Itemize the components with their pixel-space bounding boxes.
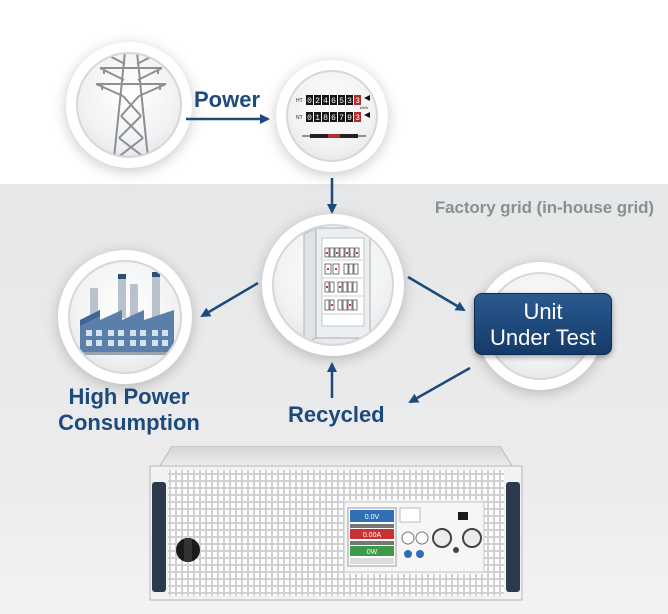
meter-nt-digit: 7: [339, 114, 344, 123]
meter-ht-digit-cell: [354, 95, 361, 105]
meter-ht-digit: 6: [331, 97, 336, 106]
meter-ht-digit-cell: [346, 95, 353, 105]
meter-nt-label: NT: [296, 115, 303, 121]
meter-ht-digit: 3: [355, 97, 360, 106]
meter-nt-digit: 1: [315, 114, 320, 123]
meter-ht-label: HT: [296, 98, 303, 104]
arrow-panel-to-factory: [200, 281, 259, 318]
meter-nt-digit-cell: [314, 112, 321, 122]
meter-nt-digit-cell: [322, 112, 329, 122]
meter-nt-digit-cell: [306, 112, 313, 122]
meter-nt-digit-cell: [338, 112, 345, 122]
meter-nt-digit: 9: [347, 114, 352, 123]
display-current: 0.00A: [363, 532, 382, 539]
meter-ht-digit-cell: [338, 95, 345, 105]
meter-nt-digit: 6: [331, 114, 336, 123]
display-power: 0W: [367, 549, 378, 556]
meter-ht-digit: 2: [315, 97, 320, 106]
unit-under-test-box: Unit Under Test: [474, 293, 612, 355]
arrow-uut-to-device: [408, 366, 471, 404]
meter-ht-digit: 5: [339, 97, 344, 106]
power-tower-node: [66, 42, 192, 168]
uut-label-line1: Unit: [523, 299, 563, 324]
display-voltage: 0.0V: [365, 514, 380, 521]
meter-ht-digit-cell: [322, 95, 329, 105]
meter-ht-digit-cell: [314, 95, 321, 105]
meter-nt-digit-cell: [330, 112, 337, 122]
power-label: Power: [194, 87, 261, 112]
distribution-panel-node: [262, 214, 404, 356]
high-power-consumption-label: High Power Consumption: [44, 384, 214, 436]
meter-ht-digit-cell: [306, 95, 313, 105]
arrow-panel-to-uut: [407, 275, 466, 312]
meter-ht-digit: 4: [323, 97, 328, 106]
meter-nt-digit: 8: [323, 114, 328, 123]
recycled-label: Recycled: [288, 402, 385, 427]
meter-nt-digit-cell: [346, 112, 353, 122]
meter-ht-digit: 0: [307, 97, 312, 106]
distribution-panel-icon: [303, 227, 371, 344]
meter-unit-label: kWh: [360, 105, 368, 110]
meter-nt-digit-cell: [354, 112, 361, 122]
uut-label-line2: Under Test: [490, 325, 596, 350]
meter-ht-digit-cell: [330, 95, 337, 105]
factory-icon: [76, 272, 178, 355]
meter-ht-digit: 3: [347, 97, 352, 106]
factory-grid-label: Factory grid (in-house grid): [434, 198, 654, 217]
regenerative-power-device: 0.0V 0.00A 0W: [149, 446, 523, 601]
hpc-label-line2: Consumption: [58, 410, 200, 435]
hpc-label-line1: High Power: [68, 384, 190, 409]
meter-nt-digit: 3: [355, 114, 360, 123]
meter-nt-digit: 0: [307, 114, 312, 123]
factory-node: [58, 250, 192, 384]
